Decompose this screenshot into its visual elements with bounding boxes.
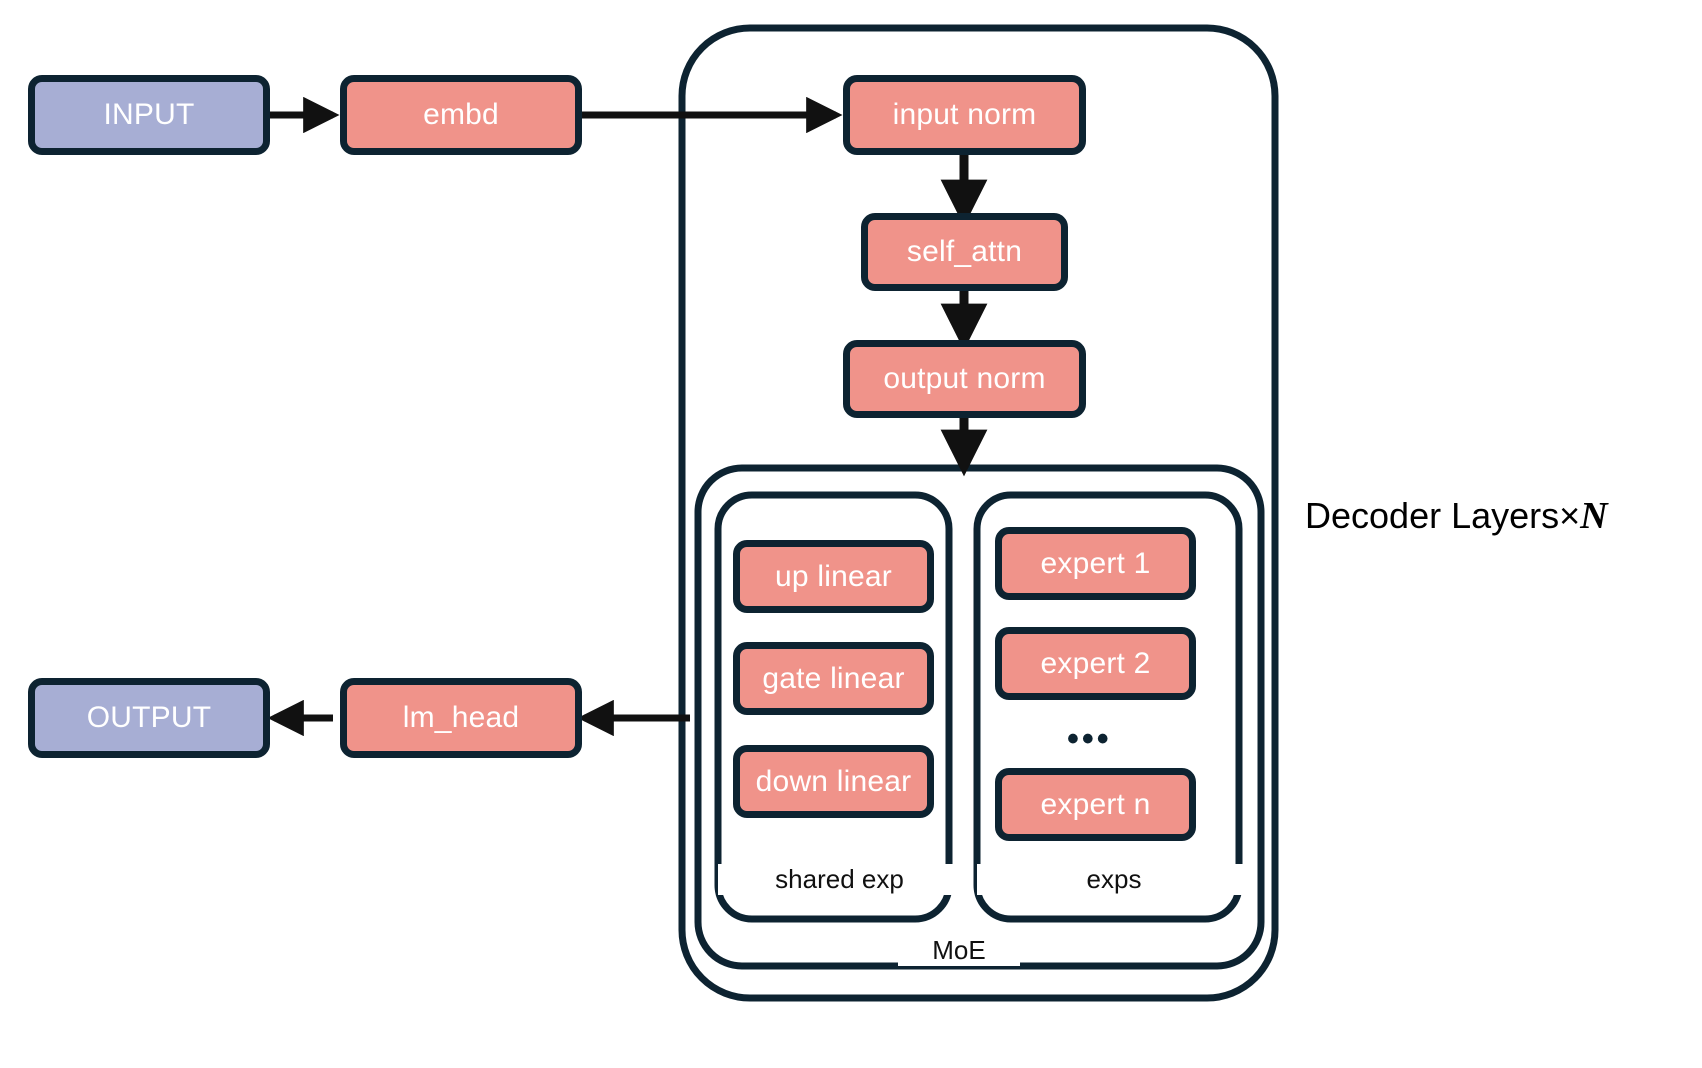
decoder-layers-caption-text: Decoder Layers× — [1305, 495, 1581, 536]
node-down-linear[interactable]: down linear — [733, 745, 934, 818]
node-output-label: OUTPUT — [86, 701, 212, 734]
node-self-attn-label: self_attn — [906, 235, 1023, 268]
label-shared-exp: shared exp — [718, 864, 961, 895]
node-expert-1[interactable]: expert 1 — [995, 527, 1196, 600]
node-self-attn[interactable]: self_attn — [861, 213, 1068, 291]
node-output-norm[interactable]: output norm — [843, 340, 1086, 418]
decoder-layers-caption: Decoder Layers×N — [1305, 497, 1608, 535]
label-moe: MoE — [898, 935, 1020, 966]
node-expert-1-label: expert 1 — [1040, 546, 1151, 580]
node-embd-label: embd — [423, 98, 499, 131]
decoder-layers-repeat-symbol: N — [1580, 495, 1608, 537]
experts-container — [973, 491, 1243, 923]
node-expert-2-label: expert 2 — [1040, 646, 1151, 680]
node-expert-2[interactable]: expert 2 — [995, 627, 1196, 700]
node-expert-n[interactable]: expert n — [995, 768, 1196, 841]
node-lm-head[interactable]: lm_head — [340, 678, 582, 758]
node-input-norm-label: input norm — [892, 98, 1037, 131]
node-input-label: INPUT — [103, 98, 195, 131]
node-up-linear-label: up linear — [775, 559, 892, 593]
node-output[interactable]: OUTPUT — [28, 678, 270, 758]
node-down-linear-label: down linear — [755, 764, 912, 798]
shared-expert-container — [714, 491, 953, 923]
node-gate-linear-label: gate linear — [762, 661, 905, 695]
node-gate-linear[interactable]: gate linear — [733, 642, 934, 715]
node-expert-n-label: expert n — [1040, 787, 1151, 821]
node-input[interactable]: INPUT — [28, 75, 270, 155]
node-lm-head-label: lm_head — [402, 701, 520, 734]
node-input-norm[interactable]: input norm — [843, 75, 1086, 155]
label-exps: exps — [977, 864, 1251, 895]
decoder-layers-container — [678, 24, 1279, 1002]
node-embd[interactable]: embd — [340, 75, 582, 155]
node-output-norm-label: output norm — [883, 362, 1046, 395]
node-up-linear[interactable]: up linear — [733, 540, 934, 613]
experts-ellipsis: ••• — [1067, 720, 1112, 758]
